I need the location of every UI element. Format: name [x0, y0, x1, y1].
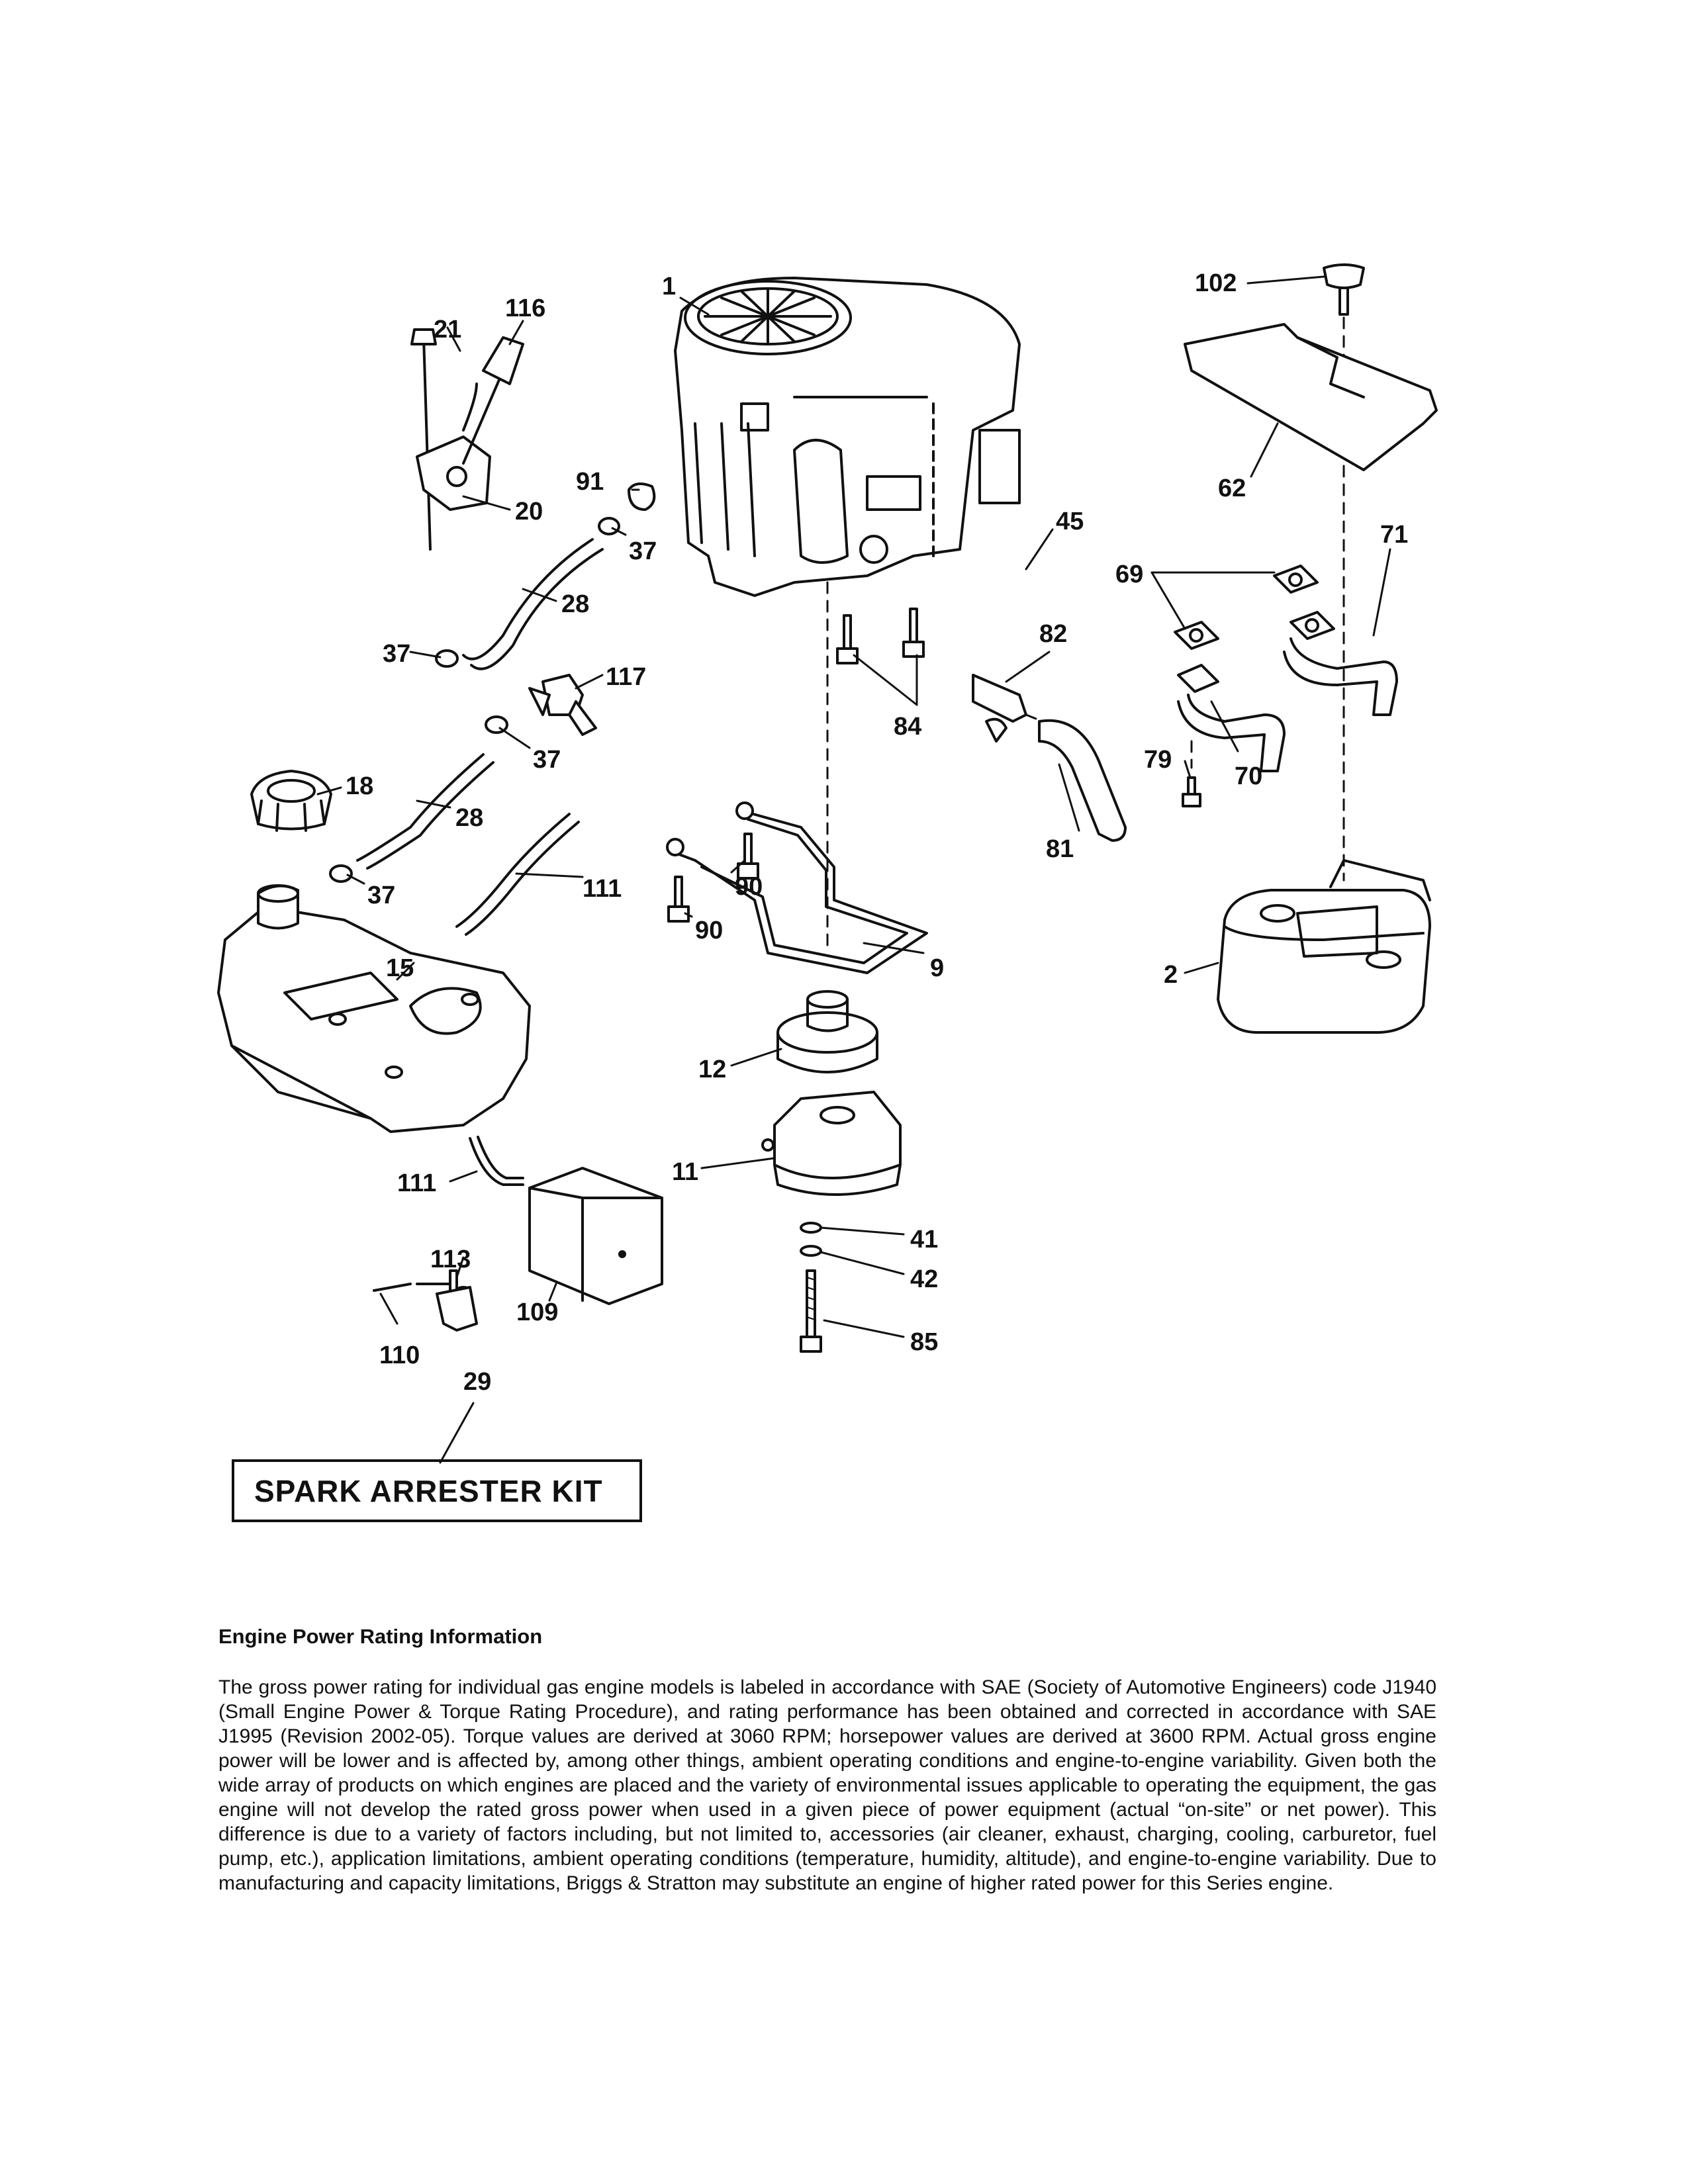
callout-37a: 37 [629, 537, 657, 565]
muffler [1217, 859, 1431, 1034]
pulley [776, 990, 878, 1073]
engine-power-rating-section: Engine Power Rating Information The gros… [218, 1625, 1436, 1895]
callout-116: 116 [505, 295, 545, 322]
clutch-hardware [800, 1222, 822, 1353]
callout-37d: 37 [367, 882, 395, 909]
callout-79: 79 [1144, 746, 1172, 774]
callout-71: 71 [1380, 521, 1408, 549]
callout-117: 117 [606, 663, 646, 691]
engine [674, 277, 1021, 597]
callout-21: 21 [434, 316, 461, 343]
callout-90b: 90 [695, 917, 723, 944]
callout-91: 91 [576, 468, 604, 496]
muffler-bolt [1323, 263, 1365, 316]
callout-113: 113 [430, 1246, 471, 1273]
callout-110: 110 [379, 1342, 420, 1369]
spark-arrester-kit-label: SPARK ARRESTER KIT [232, 1459, 642, 1522]
callout-70: 70 [1235, 762, 1262, 790]
callout-45: 45 [1056, 508, 1084, 535]
callout-15: 15 [386, 954, 414, 982]
engine-power-rating-heading: Engine Power Rating Information [218, 1625, 543, 1648]
callout-29: 29 [463, 1368, 491, 1396]
callout-28b: 28 [455, 804, 483, 832]
parts-diagram: 1 21 116 20 91 37 28 37 117 37 18 28 37 … [217, 263, 1438, 1464]
leader-lines [316, 275, 1391, 1464]
callout-111b: 111 [397, 1169, 436, 1197]
callout-12: 12 [698, 1056, 726, 1083]
spark-arrester-kit-text: SPARK ARRESTER KIT [254, 1473, 603, 1508]
callout-85: 85 [910, 1328, 938, 1356]
callout-37b: 37 [383, 640, 410, 668]
callout-37c: 37 [533, 746, 561, 774]
callout-109: 109 [516, 1298, 558, 1326]
fuel-cap [250, 770, 332, 832]
engine-bolts [836, 608, 925, 664]
fuel-hoses [329, 482, 656, 936]
callout-28a: 28 [561, 590, 589, 618]
callout-41: 41 [910, 1226, 938, 1253]
callout-84: 84 [894, 713, 921, 741]
callout-1: 1 [662, 273, 676, 300]
callout-42: 42 [910, 1265, 938, 1293]
canister-fittings [373, 1269, 478, 1332]
callout-11: 11 [672, 1158, 698, 1186]
callout-9: 9 [930, 954, 944, 982]
engine-power-rating-body: The gross power rating for individual ga… [218, 1676, 1436, 1894]
callout-2: 2 [1164, 961, 1178, 989]
fuel-tank [217, 884, 531, 1133]
callout-62: 62 [1218, 475, 1246, 502]
callout-20: 20 [515, 498, 543, 525]
fuel-shutoff-valve [528, 674, 597, 736]
callout-90a: 90 [735, 873, 763, 901]
callout-labels: 1 21 116 20 91 37 28 37 117 37 18 28 37 … [346, 269, 1408, 1396]
callout-82: 82 [1039, 620, 1067, 648]
throttle-control [410, 328, 524, 551]
muffler-heat-shield [1184, 323, 1438, 471]
evap-canister [469, 1136, 663, 1305]
callout-102: 102 [1195, 269, 1237, 297]
callout-81: 81 [1046, 835, 1074, 863]
engine-bracket [666, 801, 928, 974]
callout-18: 18 [346, 772, 373, 800]
exhaust-pipes [1174, 565, 1398, 807]
electric-clutch [761, 1091, 902, 1196]
callout-111a: 111 [583, 875, 622, 903]
callout-69: 69 [1115, 561, 1143, 588]
oil-drain [972, 674, 1127, 842]
